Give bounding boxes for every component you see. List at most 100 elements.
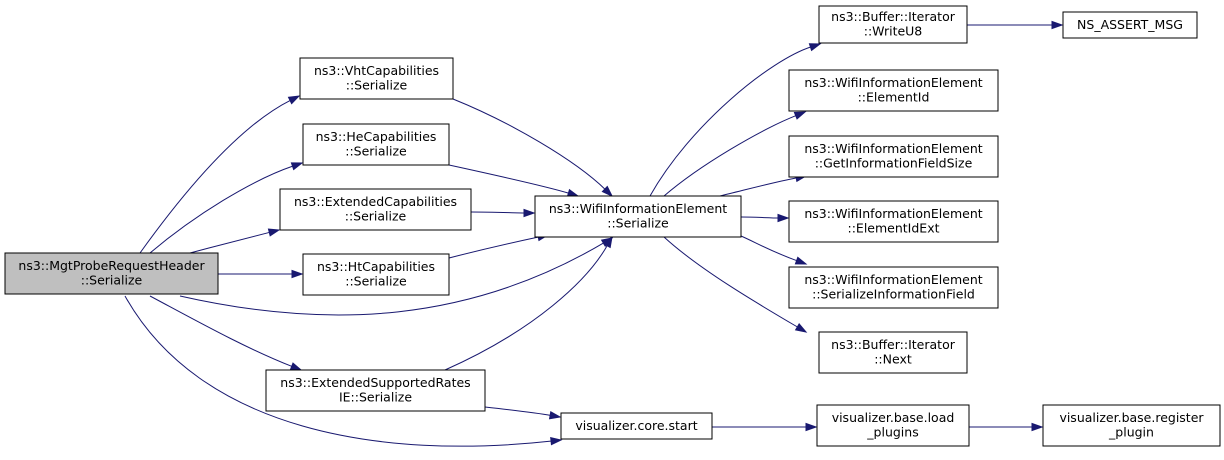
node-label-line: ns3::WifiInformationElement (549, 201, 727, 216)
edge-he-to-wie (448, 164, 580, 197)
node-box (560, 412, 713, 440)
edge-line (740, 235, 798, 262)
edge-mgt-to-ht (217, 269, 304, 279)
edge-vcs-to-vbl (712, 422, 818, 432)
edge-wie-to-gifs (719, 173, 808, 197)
node-gifs[interactable]: ns3::WifiInformationElement::GetInformat… (788, 135, 999, 178)
node-vbl[interactable]: visualizer.base.load_plugins (816, 404, 970, 447)
node-label-line: ::ElementIdExt (848, 221, 940, 236)
edges-layer (124, 20, 1064, 447)
edge-wie-to-eidx (740, 213, 790, 223)
node-label-line: ns3::ExtendedCapabilities (294, 194, 457, 209)
edge-line (444, 244, 609, 371)
edge-line (649, 46, 812, 197)
arrowhead-icon (566, 188, 580, 197)
edge-wie-to-eid (663, 111, 807, 197)
node-label-line: ns3::ExtendedSupportedRates (280, 375, 470, 390)
node-label-line: ::WriteU8 (864, 24, 923, 39)
node-box (788, 200, 999, 243)
node-label-line: ns3::Buffer::Iterator (831, 9, 956, 24)
node-box (279, 188, 472, 231)
arrowhead-icon (550, 436, 563, 446)
node-label-line: NS_ASSERT_MSG (1077, 17, 1183, 32)
node-nxt[interactable]: ns3::Buffer::Iterator::Next (818, 331, 968, 374)
node-label-line: ::GetInformationFieldSize (815, 156, 973, 171)
node-label-line: ::Serialize (346, 78, 408, 93)
edge-line (470, 211, 526, 214)
node-label-line: ::Serialize (81, 273, 143, 288)
arrowhead-icon (523, 208, 536, 218)
node-vht[interactable]: ns3::VhtCapabilities::Serialize (299, 57, 454, 100)
node-label-line: ns3::HtCapabilities (317, 259, 435, 274)
node-ext[interactable]: ns3::ExtendedCapabilities::Serialize (279, 188, 472, 231)
nodes-layer: ns3::MgtProbeRequestHeader::Serializens3… (4, 5, 1221, 447)
edge-vbl-to-vbr (969, 422, 1044, 432)
node-he[interactable]: ns3::HeCapabilities::Serialize (302, 123, 450, 166)
edge-mgt-to-ext (189, 228, 281, 254)
arrowhead-icon (1051, 20, 1064, 30)
node-eid[interactable]: ns3::WifiInformationElement::ElementId (788, 69, 999, 112)
arrowhead-icon (603, 235, 613, 249)
node-nsa[interactable]: NS_ASSERT_MSG (1062, 11, 1198, 39)
arrowhead-icon (267, 228, 281, 237)
node-sif[interactable]: ns3::WifiInformationElement::SerializeIn… (788, 266, 999, 309)
edge-wie-to-nxt (663, 236, 808, 333)
edge-line (663, 114, 797, 197)
node-wie[interactable]: ns3::WifiInformationElement::Serialize (534, 195, 742, 238)
edge-line (452, 98, 606, 191)
node-label-line: ns3::WifiInformationElement (804, 272, 982, 287)
node-label-line: ns3::VhtCapabilities (314, 63, 439, 78)
edge-line (719, 177, 798, 197)
node-label-line: visualizer.base.register (1059, 410, 1204, 425)
node-vbr[interactable]: visualizer.base.register_plugin (1042, 404, 1221, 447)
arrowhead-icon (1031, 422, 1044, 432)
node-label-line: IE::Serialize (339, 390, 412, 405)
node-label-line: ::SerializeInformationField (812, 287, 975, 302)
node-label-line: ::Serialize (607, 216, 669, 231)
edge-line (189, 231, 271, 254)
node-box (302, 253, 450, 296)
node-label-line: ns3::WifiInformationElement (804, 75, 982, 90)
edge-esr-to-vcs (484, 406, 562, 420)
node-wu8[interactable]: ns3::Buffer::Iterator::WriteU8 (818, 5, 968, 44)
edge-line (484, 406, 552, 416)
edge-wu8-to-nsa (967, 20, 1064, 30)
node-label-line: ::Serialize (345, 209, 407, 224)
node-label-line: ::Serialize (345, 144, 407, 159)
edge-mgt-to-esr (149, 295, 303, 371)
node-mgt[interactable]: ns3::MgtProbeRequestHeader::Serialize (4, 252, 219, 295)
edge-ht-to-wie (448, 233, 550, 259)
edge-line (149, 165, 294, 254)
node-box (534, 195, 742, 238)
edge-wie-to-sif (740, 235, 808, 265)
node-vcs[interactable]: visualizer.core.start (560, 412, 713, 440)
edge-line (149, 295, 293, 368)
edge-esr-to-wie (444, 235, 613, 371)
node-label-line: ns3::WifiInformationElement (804, 141, 982, 156)
node-box (818, 331, 968, 374)
node-box (4, 252, 219, 295)
edge-line (179, 242, 605, 316)
edge-line (740, 216, 780, 219)
node-label-line: ns3::HeCapabilities (316, 129, 437, 144)
arrowhead-icon (289, 362, 303, 371)
arrowhead-icon (291, 269, 304, 279)
arrowhead-icon (794, 256, 808, 265)
node-box (302, 123, 450, 166)
edge-vht-to-wie (452, 98, 614, 198)
edge-mgt-to-he (149, 162, 304, 254)
node-box (299, 57, 454, 100)
node-eidx[interactable]: ns3::WifiInformationElement::ElementIdEx… (788, 200, 999, 243)
node-box (788, 135, 999, 178)
edge-line (448, 236, 540, 259)
node-label-line: _plugin (1108, 425, 1154, 440)
arrowhead-icon (548, 411, 562, 420)
edge-ext-to-wie (470, 208, 536, 218)
node-ht[interactable]: ns3::HtCapabilities::Serialize (302, 253, 450, 296)
node-box (816, 404, 970, 447)
node-label-line: ns3::WifiInformationElement (804, 206, 982, 221)
edge-line (124, 295, 553, 447)
node-label-line: ::Next (874, 352, 912, 367)
